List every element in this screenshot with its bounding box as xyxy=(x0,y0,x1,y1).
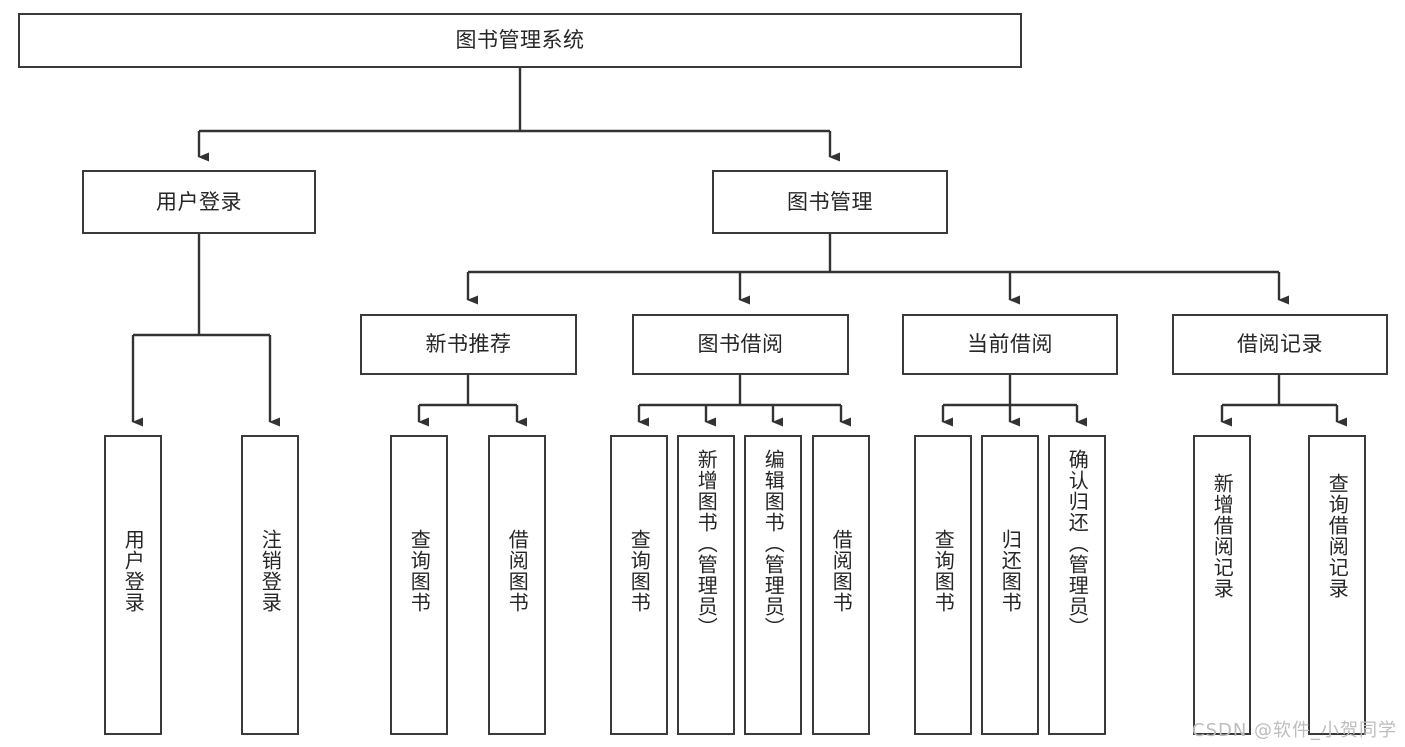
node-label: 查询借阅记录 xyxy=(1325,473,1350,599)
node-label: 确认归还（管理员） xyxy=(1065,449,1090,638)
node-book-borrow[interactable]: 图书借阅 xyxy=(632,314,849,375)
leaf-new-book-borrow-book[interactable]: 借阅图书 xyxy=(488,435,546,735)
node-label: 图书管理 xyxy=(787,189,873,214)
node-label: 新书推荐 xyxy=(425,332,512,357)
node-label: 图书借阅 xyxy=(697,332,784,357)
node-label: 借阅记录 xyxy=(1237,332,1323,357)
leaf-user-login-login[interactable]: 用户登录 xyxy=(104,435,162,735)
leaf-current-borrow-query-book[interactable]: 查询图书 xyxy=(914,435,972,735)
node-label: 查询图书 xyxy=(407,529,432,613)
node-label: 查询图书 xyxy=(627,529,652,613)
leaf-new-book-query-book[interactable]: 查询图书 xyxy=(390,435,448,735)
leaf-book-borrow-add-book-admin[interactable]: 新增图书（管理员） xyxy=(677,435,735,735)
leaf-borrow-record-add-record[interactable]: 新增借阅记录 xyxy=(1193,435,1251,735)
node-label: 新增图书（管理员） xyxy=(694,449,719,638)
node-label: 归还图书 xyxy=(998,529,1023,613)
node-label: 图书管理系统 xyxy=(455,28,585,53)
node-current-borrow[interactable]: 当前借阅 xyxy=(902,314,1118,375)
node-book-management[interactable]: 图书管理 xyxy=(712,170,948,234)
node-label: 当前借阅 xyxy=(967,332,1053,357)
node-label: 新增借阅记录 xyxy=(1210,473,1235,599)
node-borrow-record[interactable]: 借阅记录 xyxy=(1172,314,1388,375)
node-label: 用户登录 xyxy=(121,529,146,613)
node-user-login[interactable]: 用户登录 xyxy=(82,170,316,234)
node-label: 借阅图书 xyxy=(829,529,854,613)
leaf-current-borrow-confirm-return-admin[interactable]: 确认归还（管理员） xyxy=(1048,435,1106,735)
watermark-text: CSDN @软件_小贺同学 xyxy=(1192,720,1398,741)
node-label: 借阅图书 xyxy=(505,529,530,613)
node-root-system[interactable]: 图书管理系统 xyxy=(18,13,1022,68)
leaf-borrow-record-query-record[interactable]: 查询借阅记录 xyxy=(1308,435,1366,735)
leaf-book-borrow-edit-book-admin[interactable]: 编辑图书（管理员） xyxy=(744,435,802,735)
leaf-current-borrow-return-book[interactable]: 归还图书 xyxy=(981,435,1039,735)
node-label: 查询图书 xyxy=(931,529,956,613)
node-label: 注销登录 xyxy=(258,529,283,613)
leaf-book-borrow-borrow-book[interactable]: 借阅图书 xyxy=(812,435,870,735)
node-label: 用户登录 xyxy=(156,189,242,214)
node-label: 编辑图书（管理员） xyxy=(761,449,786,638)
node-new-book-recommend[interactable]: 新书推荐 xyxy=(360,314,577,375)
leaf-book-borrow-query-book[interactable]: 查询图书 xyxy=(610,435,668,735)
leaf-user-login-logout[interactable]: 注销登录 xyxy=(241,435,299,735)
